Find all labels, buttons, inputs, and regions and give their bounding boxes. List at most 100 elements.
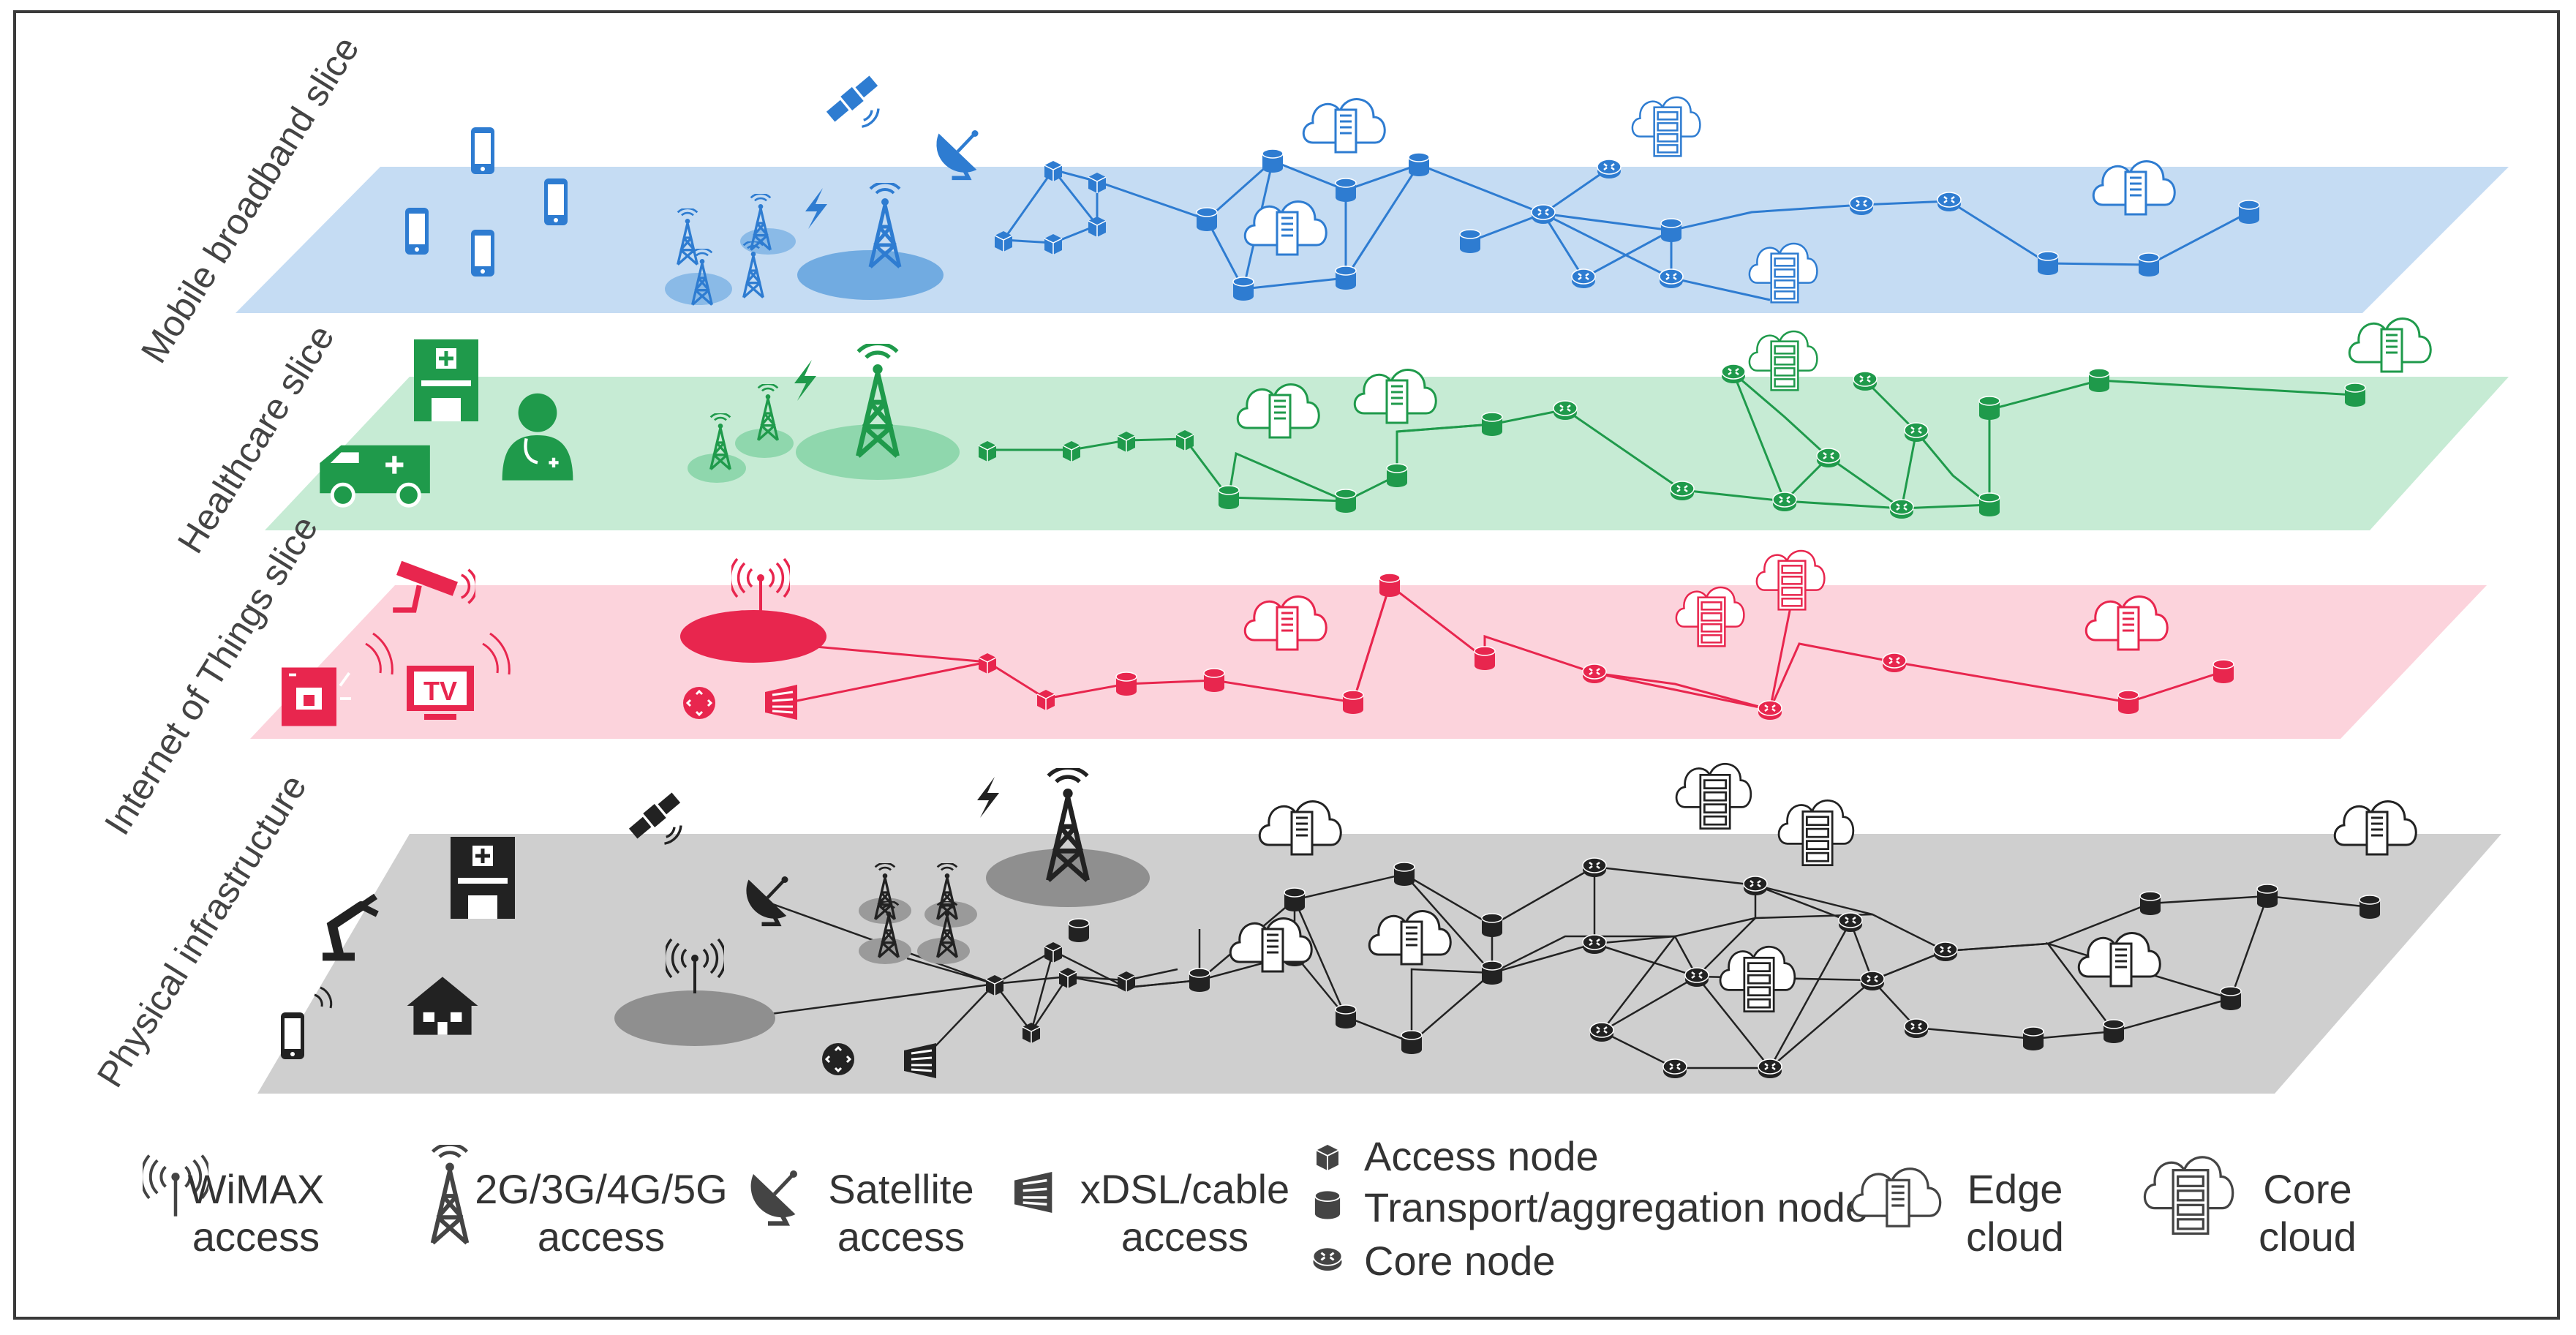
cell-tower-icon bbox=[1048, 767, 1087, 880]
transport-node-icon bbox=[1660, 218, 1682, 243]
core-node-icon bbox=[1903, 421, 1929, 443]
core-node-icon bbox=[1848, 195, 1875, 217]
access-node-icon bbox=[1117, 431, 1136, 452]
transport-node-icon bbox=[1401, 1030, 1423, 1055]
slice-plane-healthcare bbox=[265, 377, 2509, 530]
coverage-area bbox=[986, 849, 1150, 907]
transport-node-icon bbox=[2256, 884, 2278, 909]
legend-label: 2G/3G/4G/5G bbox=[475, 1166, 728, 1212]
transport-node-icon bbox=[1232, 277, 1254, 301]
core-node-icon bbox=[1859, 970, 1886, 992]
legend-label: access bbox=[538, 1214, 665, 1260]
coverage-area bbox=[688, 454, 746, 483]
coverage-area bbox=[796, 424, 960, 480]
core-node-icon bbox=[1596, 158, 1622, 180]
transport-node-icon bbox=[2220, 986, 2242, 1011]
core-node-icon bbox=[1815, 447, 1842, 469]
core-node-icon bbox=[1932, 941, 1959, 963]
transport-node-icon bbox=[1335, 1004, 1357, 1029]
devices-physical bbox=[281, 767, 1150, 1080]
core-node-icon bbox=[1589, 1021, 1615, 1043]
core-node-icon bbox=[1852, 370, 1878, 392]
transport-node-icon bbox=[1203, 668, 1225, 693]
transport-node-icon bbox=[1068, 918, 1090, 943]
edge-cloud-icon bbox=[2348, 317, 2432, 373]
slice-iot: TV bbox=[250, 549, 2487, 739]
legend: WiMAX access 2G/3G/4G/5G access Satellit… bbox=[141, 1133, 2357, 1284]
core-node-icon bbox=[1757, 1058, 1783, 1080]
hospital-icon bbox=[451, 837, 515, 919]
core-node-icon bbox=[1684, 966, 1710, 988]
access-node-icon bbox=[994, 230, 1013, 252]
transport-node-icon bbox=[2022, 1026, 2044, 1051]
access-node-icon bbox=[1316, 1144, 1339, 1170]
legend-label: Transport/aggregation node bbox=[1364, 1184, 1868, 1230]
transport-node-icon bbox=[1218, 485, 1240, 510]
core-node-icon bbox=[1720, 363, 1747, 385]
access-node-icon bbox=[1088, 216, 1107, 237]
transport-node-icon bbox=[2212, 659, 2234, 684]
core-node-icon bbox=[1757, 699, 1783, 721]
transport-node-icon bbox=[1314, 1189, 1341, 1220]
core-node-icon bbox=[1936, 191, 1962, 213]
slice-label-mobile-broadband: Mobile broadband slice bbox=[133, 29, 367, 370]
transport-node-icon bbox=[1978, 492, 2000, 517]
transport-node-icon bbox=[2138, 252, 2160, 277]
coverage-area bbox=[614, 990, 775, 1046]
legend-item-nodes: Access node Transport/aggregation node C… bbox=[1311, 1133, 1868, 1284]
coverage-area bbox=[680, 610, 826, 663]
access-node-icon bbox=[1062, 440, 1081, 462]
core-node-icon bbox=[1530, 203, 1556, 225]
legend-label: xDSL/cable bbox=[1080, 1166, 1289, 1212]
edge-cloud-icon bbox=[1302, 98, 1386, 154]
core-node-icon bbox=[1888, 498, 1915, 520]
legend-item-cellular: 2G/3G/4G/5G access bbox=[433, 1145, 728, 1260]
core-cloud-icon bbox=[2143, 1156, 2234, 1235]
wireless-waves bbox=[314, 986, 333, 1009]
legend-label: WiMAX bbox=[188, 1166, 325, 1212]
core-node-icon bbox=[1669, 480, 1695, 502]
access-node-icon bbox=[1044, 233, 1063, 255]
transport-node-icon bbox=[1262, 148, 1284, 173]
core-node-icon bbox=[1771, 491, 1798, 513]
transport-node-icon bbox=[1115, 672, 1137, 696]
wireless-waves bbox=[365, 632, 511, 675]
transport-node-icon bbox=[2344, 383, 2366, 407]
legend-label: Edge bbox=[1967, 1166, 2063, 1212]
transport-node-icon bbox=[1196, 207, 1218, 232]
legend-label: cloud bbox=[2259, 1214, 2357, 1260]
transport-node-icon bbox=[1978, 396, 2000, 421]
legend-label: cloud bbox=[1966, 1214, 2064, 1260]
core-node-icon bbox=[1742, 875, 1769, 897]
transport-node-icon bbox=[1459, 229, 1481, 254]
legend-item-core-cloud: Core cloud bbox=[2143, 1156, 2357, 1260]
slice-healthcare bbox=[265, 317, 2509, 530]
cell-tower-icon bbox=[433, 1145, 467, 1244]
core-node-icon bbox=[1881, 652, 1907, 674]
coverage-area bbox=[797, 250, 944, 300]
transport-node-icon bbox=[1386, 463, 1408, 488]
slice-physical bbox=[257, 762, 2501, 1094]
core-node-icon bbox=[1311, 1246, 1344, 1272]
smartphone-icon bbox=[544, 178, 568, 225]
devices-healthcare bbox=[320, 339, 960, 505]
transport-node-icon bbox=[1335, 266, 1357, 290]
satellite-dish-icon bbox=[751, 1170, 797, 1224]
core-node-icon bbox=[1837, 911, 1864, 933]
legend-label: access bbox=[837, 1214, 965, 1260]
core-cloud-icon bbox=[1675, 762, 1752, 830]
transport-node-icon bbox=[2088, 368, 2110, 393]
core-node-icon bbox=[1662, 1058, 1688, 1080]
devices-mobile-broadband bbox=[405, 72, 979, 307]
core-node-icon bbox=[1570, 268, 1597, 290]
slice-mobile-broadband bbox=[236, 72, 2509, 313]
transport-node-icon bbox=[1284, 887, 1306, 912]
devices-iot: TV bbox=[280, 557, 826, 728]
legend-item-xdsl: xDSL/cable access bbox=[1013, 1166, 1289, 1260]
xdsl-icon bbox=[1013, 1170, 1054, 1214]
access-node-icon bbox=[978, 440, 997, 462]
transport-node-icon bbox=[1481, 913, 1503, 938]
core-node-icon bbox=[1903, 1018, 1929, 1039]
access-node-icon bbox=[1175, 429, 1194, 451]
hospital-icon bbox=[414, 339, 478, 421]
